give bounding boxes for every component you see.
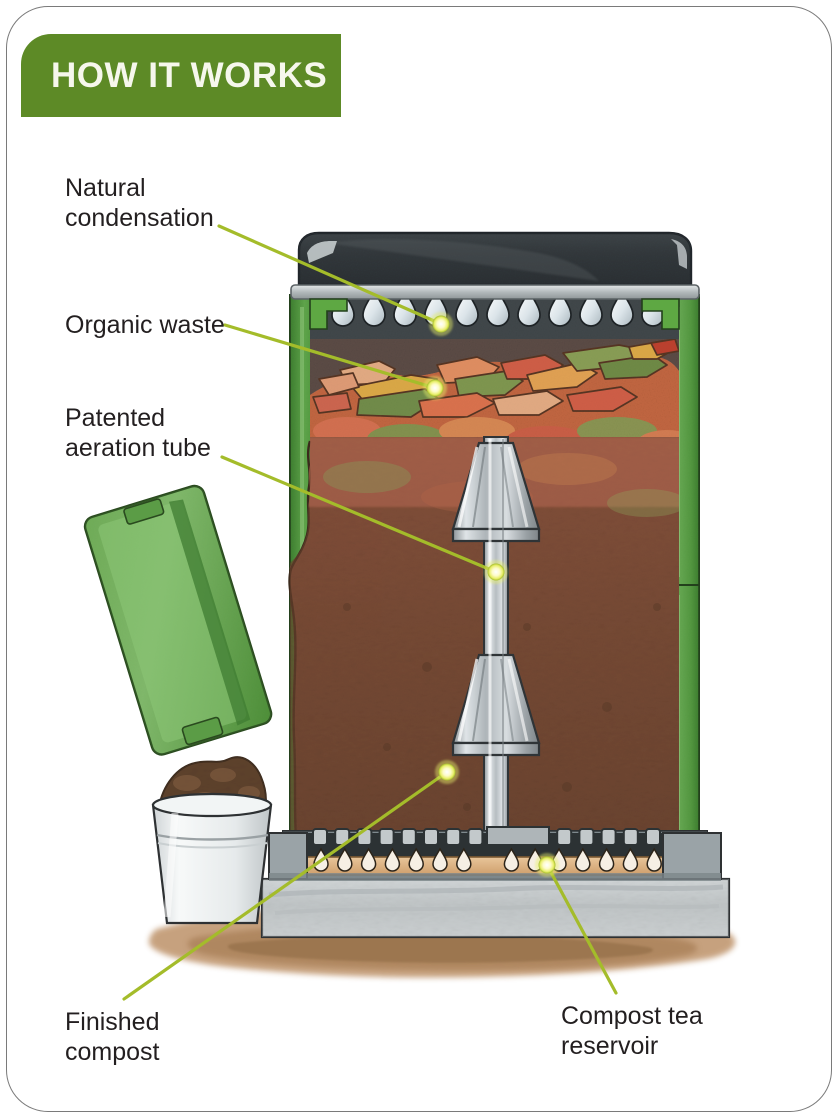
header-banner: HOW IT WORKS xyxy=(21,34,341,117)
grate-tooth xyxy=(312,828,328,846)
leader-dot-organic-waste xyxy=(426,379,444,397)
aeration-cone-lower xyxy=(451,653,541,757)
reservoir-drip xyxy=(384,847,401,872)
grate-tooth xyxy=(445,828,462,846)
finished-compost-bucket xyxy=(151,756,273,925)
bin-inner-corner-notches xyxy=(309,298,680,330)
base-plinth xyxy=(260,877,731,939)
grate-tooth xyxy=(645,828,661,846)
leader-dot-finished-compost xyxy=(438,763,456,781)
leader-line-compost-tea-reservoir xyxy=(545,863,618,995)
leader-line-patented-aeration-tube xyxy=(220,455,498,574)
bin-lid xyxy=(290,231,700,300)
callout-label-finished-compost: Finished compost xyxy=(65,1008,160,1066)
grate-tooth xyxy=(622,828,639,846)
leader-dot-patented-aeration-tube xyxy=(487,563,505,581)
grate-tooth xyxy=(556,828,573,846)
leader-line-finished-compost xyxy=(122,770,449,1001)
grate-tooth xyxy=(400,828,417,846)
leader-line-organic-waste xyxy=(223,323,437,390)
callout-label-natural-condensation: Natural condensation xyxy=(65,174,214,232)
removable-access-panel xyxy=(83,484,273,756)
leader-line-natural-condensation xyxy=(217,224,443,326)
aeration-cone-upper xyxy=(451,441,541,543)
condensation-droplet xyxy=(517,289,541,327)
grate-tooth xyxy=(578,828,595,846)
condensation-droplet xyxy=(579,289,603,327)
leader-dot-natural-condensation xyxy=(432,315,450,333)
callout-label-patented-aeration-tube: Patented aeration tube xyxy=(65,404,211,462)
grate-teeth xyxy=(312,826,661,846)
grate-tooth xyxy=(467,828,484,846)
condensation-droplet xyxy=(486,289,510,327)
reservoir-drip xyxy=(456,847,472,872)
callout-label-compost-tea-reservoir: Compost tea reservoir xyxy=(561,1002,703,1060)
reservoir-drip xyxy=(646,847,662,872)
callout-label-organic-waste: Organic waste xyxy=(65,311,225,339)
reservoir-drip xyxy=(432,847,448,872)
reservoir-drip xyxy=(622,847,639,872)
reservoir-drip xyxy=(408,847,424,872)
condensation-droplet xyxy=(362,289,386,327)
compost-tea-reservoir-pan xyxy=(302,856,672,876)
reservoir-drip xyxy=(337,847,353,872)
grate-tooth xyxy=(600,828,617,846)
drainage-grate-assembly xyxy=(268,826,722,881)
condensation-droplet xyxy=(455,289,479,327)
diagram-stage xyxy=(7,7,831,1111)
reservoir-drip xyxy=(360,847,377,872)
reservoir-drip xyxy=(598,847,615,872)
leader-dot-compost-tea-reservoir xyxy=(538,856,556,874)
page-title: HOW IT WORKS xyxy=(51,55,328,95)
grate-tooth xyxy=(423,828,439,846)
aeration-tube xyxy=(451,436,541,858)
grate-center-bar xyxy=(486,826,550,846)
condensation-droplet xyxy=(610,289,634,327)
reservoir-drip xyxy=(575,847,591,872)
infographic-card: HOW IT WORKS Natural condensation Organi… xyxy=(6,6,832,1112)
grate-tooth xyxy=(378,828,395,846)
reservoir-drip xyxy=(503,847,520,872)
condensation-droplet xyxy=(548,289,572,327)
callout-leaders xyxy=(122,224,618,1001)
